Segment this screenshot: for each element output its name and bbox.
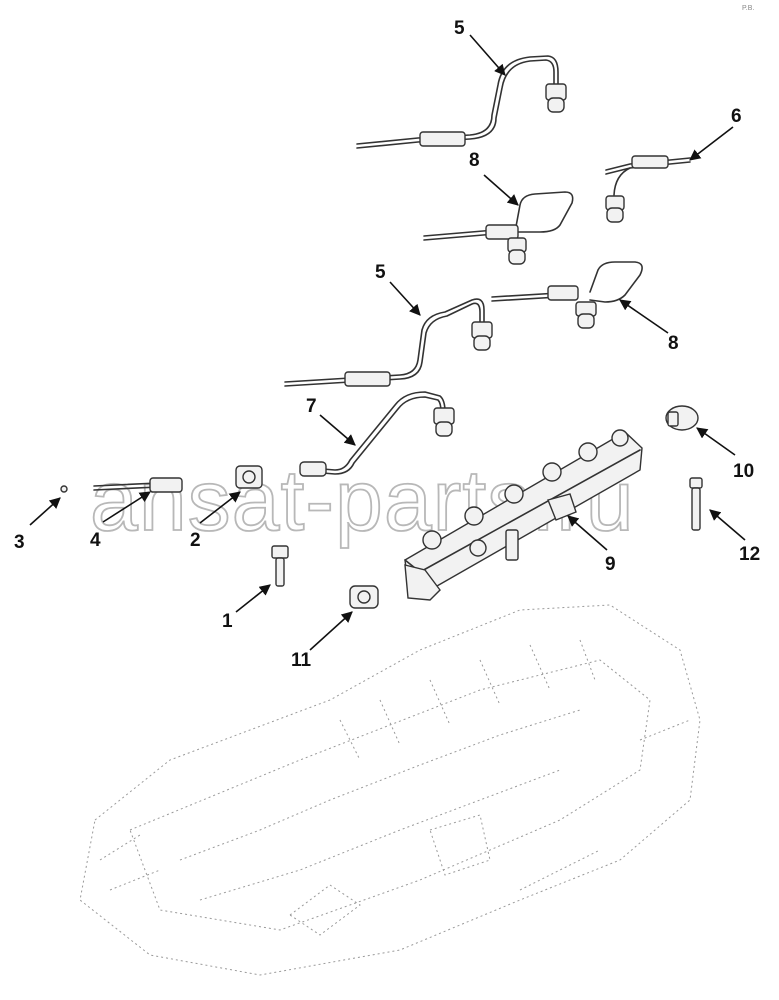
leader-arrows xyxy=(29,34,746,651)
callout-8-lower: 8 xyxy=(668,333,679,354)
callout-10: 10 xyxy=(733,461,754,482)
part-pressure-sensor-10 xyxy=(665,405,699,431)
part-fitting-11 xyxy=(349,585,379,609)
callout-12: 12 xyxy=(739,544,760,565)
callout-4: 4 xyxy=(90,530,101,551)
callout-2: 2 xyxy=(190,530,201,551)
part-fuel-line-5-upper xyxy=(356,55,567,149)
callout-labels: 5 6 8 5 8 7 10 3 4 2 9 12 1 11 xyxy=(14,18,760,671)
callout-1: 1 xyxy=(222,611,233,632)
callout-6: 6 xyxy=(731,106,742,127)
part-fuel-line-8-upper xyxy=(423,191,574,265)
callout-5-upper: 5 xyxy=(454,18,465,39)
callout-11: 11 xyxy=(291,650,312,671)
part-fuel-line-7 xyxy=(299,391,455,477)
part-fuel-line-5-lower xyxy=(284,298,493,387)
part-fuel-line-6 xyxy=(605,155,691,223)
part-stud-12 xyxy=(689,477,703,531)
callout-9: 9 xyxy=(605,554,616,575)
part-fuel-rail-9 xyxy=(404,429,643,601)
callout-8-upper: 8 xyxy=(469,150,480,171)
callout-7: 7 xyxy=(306,396,317,417)
callout-5-lower: 5 xyxy=(375,262,386,283)
part-seal-3 xyxy=(60,485,68,493)
part-bolt-1 xyxy=(271,545,289,587)
part-fuel-line-8-lower xyxy=(491,261,643,329)
part-injector-connector-4 xyxy=(93,477,183,493)
corner-mark: P.B. xyxy=(742,5,754,12)
engine-block-outline xyxy=(79,604,701,976)
part-fitting-2 xyxy=(235,465,263,489)
callout-3: 3 xyxy=(14,532,25,553)
